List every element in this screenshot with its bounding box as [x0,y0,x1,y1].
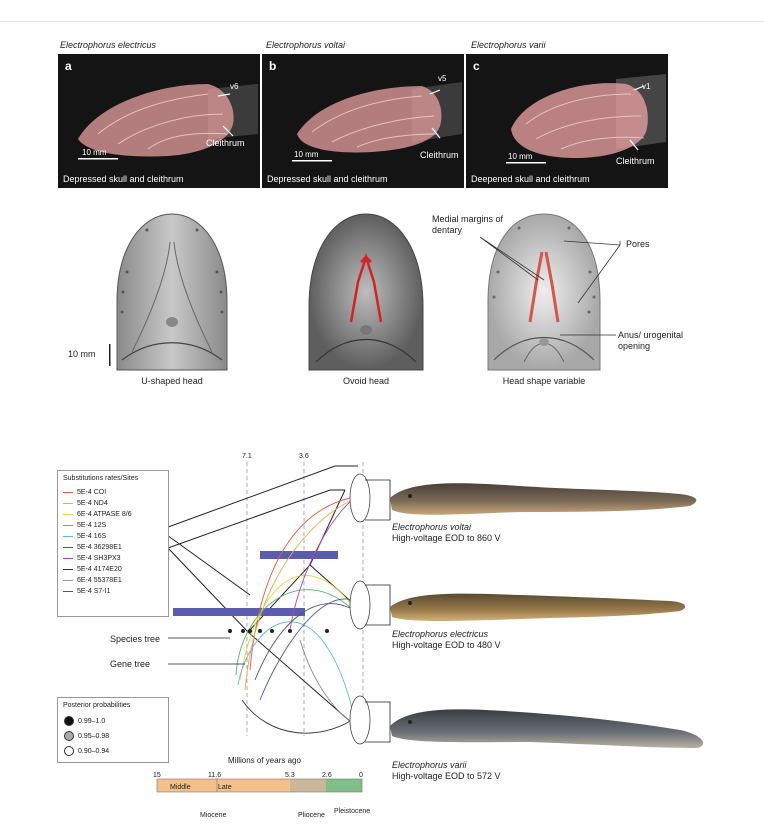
vertebra-label-a: v6 [230,82,239,91]
head-illustration-variable [487,213,601,371]
panel-letter-a: a [65,59,72,73]
epoch-pleistocene: Pleistocene [334,808,371,815]
legend-item-atpase: 6E-4 ATPASE 8/6 [63,511,132,518]
head-scale-bar [109,344,111,366]
annotation-pores: Pores [626,239,650,249]
gene-tree-label: Gene tree [110,659,151,669]
epoch-miocene: Miocene [200,812,227,819]
axis-tick-11-6: 11.6 [208,772,222,779]
vertebra-label-b: v5 [438,74,447,83]
node-age-7-1: 7.1 [242,453,252,460]
cleithrum-label-b: Cleithrum [420,150,459,160]
head-caption-u: U-shaped head [141,376,203,386]
cleithrum-label-c: Cleithrum [616,156,655,166]
legend-item-nd4: 5E-4 ND4 [63,500,108,507]
node-age-3-6: 3.6 [299,453,309,460]
species-label-voltai: Electrophorus voltai [266,40,346,50]
posterior-legend: Posterior probabilities 0.99–1.0 0.95–0.… [57,697,169,763]
scale-label-b: 10 mm [294,150,319,159]
legend-item-12s: 5E-4 12S [63,522,106,529]
subepoch-late: Late [218,784,232,791]
xray-caption-b: Depressed skull and cleithrum [267,174,388,184]
axis-tick-2-6: 2.6 [322,772,332,779]
subepoch-middle: Middle [170,784,191,791]
annotation-anus: Anus/ urogenital opening [618,330,684,351]
legend-item-55378e1: 6E-4 55378E1 [63,577,122,584]
head-annotation-leaders [479,236,621,336]
xray-skull-image-b [262,54,464,188]
head-illustration-ovoid [308,213,424,371]
legend-item-36298e1: 5E-4 36298E1 [63,544,122,551]
eel-photo-electricus [390,593,686,621]
legend-item-coi: 5E-4 COI [63,489,106,496]
xray-caption-a: Depressed skull and cleithrum [63,174,184,184]
epoch-pliocene: Pliocene [298,812,325,819]
legend-item-16s: 5E-4 16S [63,533,106,540]
panel-letter-c: c [473,59,480,73]
eel-photo-varii [390,709,704,748]
scale-label-a: 10 mm [82,148,107,157]
panel-letter-b: b [269,59,277,73]
xray-skull-image-a [58,54,260,188]
posterior-title: Posterior probabilities [63,702,131,709]
xray-panel-a: a v6 Cleithrum 10 mm Depressed skull and… [58,54,260,188]
species-tree-label: Species tree [110,634,161,644]
xray-skull-image-c [466,54,668,188]
cleithrum-label-a: Cleithrum [206,138,245,148]
scale-label-c: 10 mm [508,152,533,161]
legend-item-s7i1: 5E-4 S7-I1 [63,588,110,595]
phylogeny-tree [156,462,391,793]
xray-caption-c: Deepened skull and cleithrum [471,174,590,184]
posterior-item-high: 0.99–1.0 [64,716,105,726]
head-illustration-u [116,213,228,371]
axis-title: Millions of years ago [228,756,301,765]
xray-panel-b: b v5 Cleithrum 10 mm Depressed skull and… [262,54,464,188]
axis-tick-5-3: 5.3 [285,772,295,779]
species-label-varii: Electrophorus varii [471,40,546,50]
posterior-item-mid: 0.95–0.98 [64,731,109,741]
axis-tick-15: 15 [153,772,161,779]
vertebra-label-c: v1 [642,82,651,91]
head-scale-label: 10 mm [68,349,96,359]
posterior-item-low: 0.90–0.94 [64,746,109,756]
annotation-medial-margins: Medial margins of dentary [432,214,504,235]
species-label-electricus: Electrophorus electricus [60,40,157,50]
page-top-divider [0,21,764,22]
legend-item-4174e20: 5E-4 4174E20 [63,566,122,573]
legend-title: Substitutions rates/Sites [63,475,139,482]
xray-panel-c: c v1 Cleithrum 10 mm Deepened skull and … [466,54,668,188]
head-caption-variable: Head shape variable [502,376,586,386]
eel-photo-voltai [390,483,697,515]
head-caption-ovoid: Ovoid head [342,376,390,386]
axis-tick-0: 0 [359,772,363,779]
legend-item-sh3px3: 5E-4 SH3PX3 [63,555,121,562]
rates-legend: Substitutions rates/Sites 5E-4 COI 5E-4 … [57,470,169,617]
